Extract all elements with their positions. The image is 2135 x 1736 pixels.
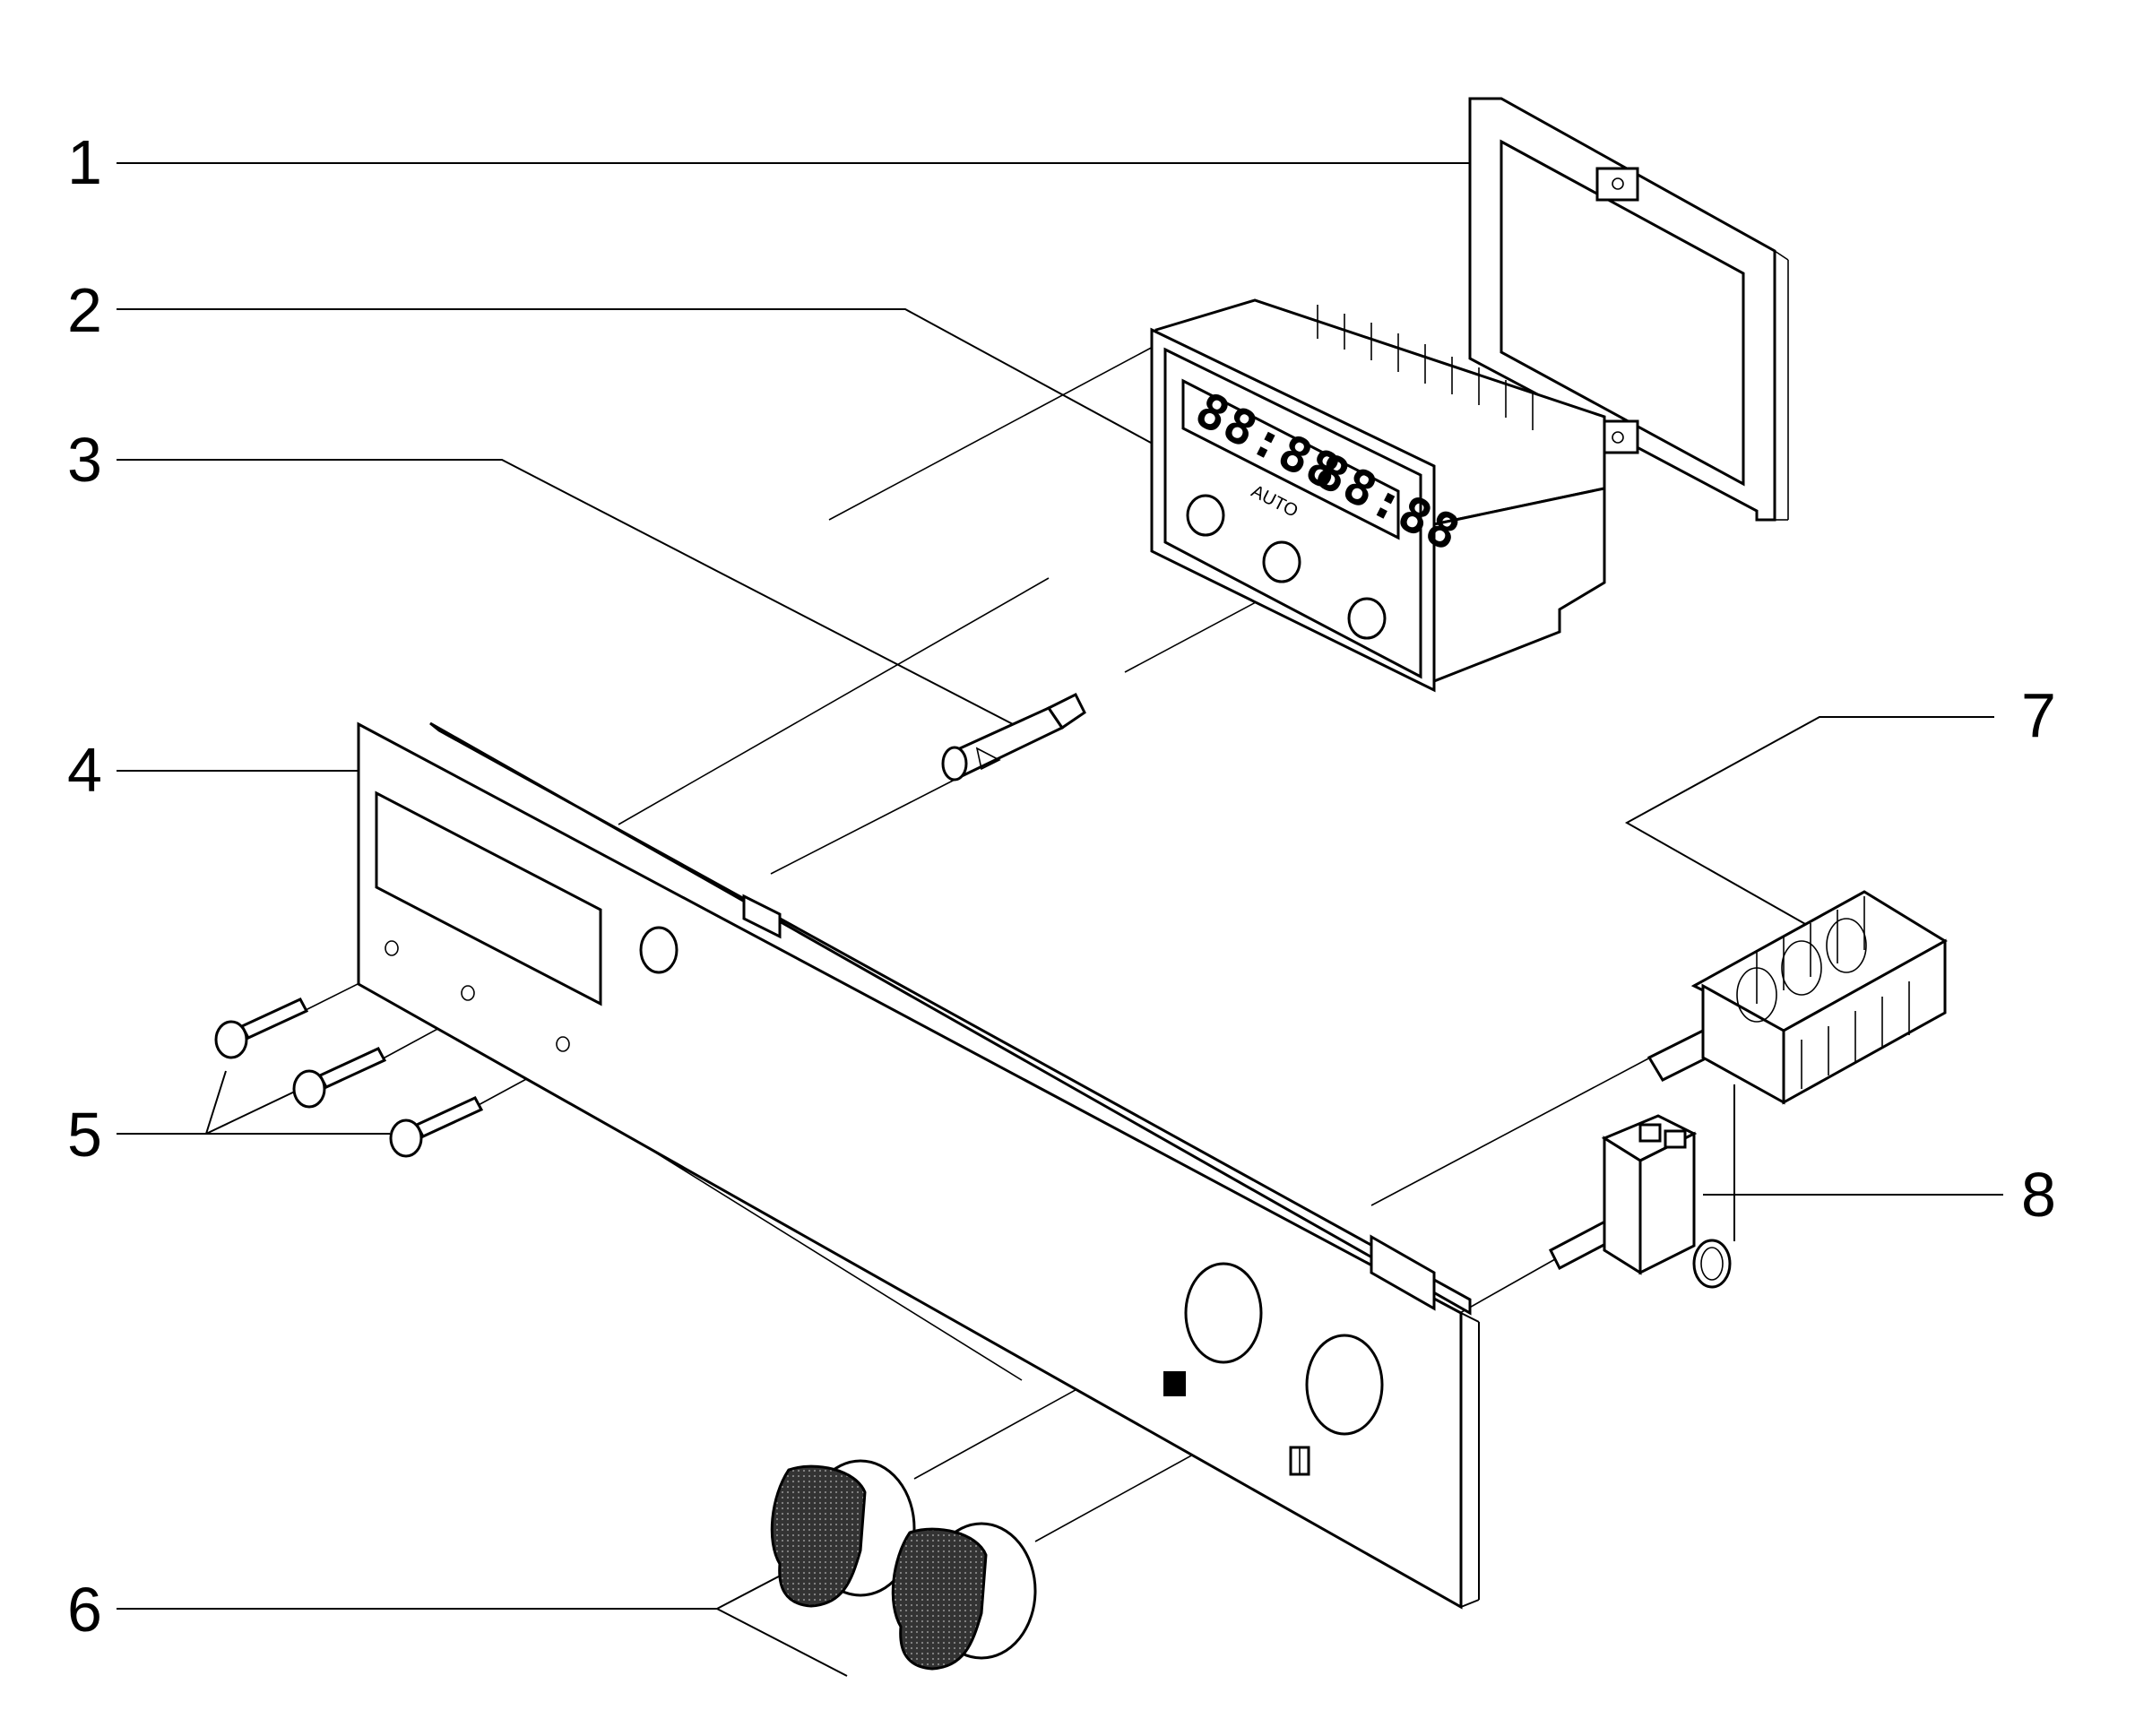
leader-line-7 bbox=[1624, 716, 1994, 933]
callout-4: 4 bbox=[67, 735, 102, 805]
callout-2: 2 bbox=[67, 275, 102, 345]
timer-cooling-fins bbox=[1317, 305, 1534, 430]
leader-line-6 bbox=[117, 1608, 848, 1677]
control-knob-1 bbox=[770, 1459, 916, 1608]
leader-line-2 bbox=[117, 308, 1162, 449]
control-panel-icon bbox=[357, 721, 1480, 1610]
leader-line-5 bbox=[117, 1070, 227, 1135]
switch-contacts bbox=[1736, 896, 1910, 1089]
indicator-lamp-icon bbox=[941, 692, 1086, 782]
push-button-2 bbox=[292, 1047, 387, 1109]
leader-line-5b bbox=[205, 1088, 301, 1135]
callout-8: 8 bbox=[2021, 1160, 2056, 1230]
callout-6: 6 bbox=[67, 1575, 102, 1645]
panel-symbol-grill bbox=[1163, 1371, 1186, 1396]
electronic-timer-icon: 88:88 88:88 AUTO bbox=[1150, 298, 1606, 693]
callout-7: 7 bbox=[2021, 680, 2056, 750]
leader-line-3 bbox=[117, 459, 1014, 725]
push-button-icon bbox=[214, 998, 484, 1158]
leader-lines bbox=[117, 162, 2003, 1677]
timer-button-1 bbox=[1186, 494, 1225, 537]
callout-numbers: 1 2 3 4 5 6 7 8 bbox=[67, 127, 2056, 1645]
control-knob-icon bbox=[770, 1459, 1037, 1671]
callout-3: 3 bbox=[67, 425, 102, 495]
control-knob-2 bbox=[891, 1522, 1037, 1671]
callout-1: 1 bbox=[67, 127, 102, 197]
timer-button-2 bbox=[1262, 540, 1301, 583]
push-button-1 bbox=[214, 998, 309, 1059]
push-button-3 bbox=[389, 1096, 484, 1158]
callout-5: 5 bbox=[67, 1100, 102, 1170]
thermostat-icon bbox=[1549, 1084, 1735, 1289]
timer-button-3 bbox=[1347, 597, 1387, 640]
selector-switch-icon bbox=[1647, 890, 1948, 1105]
